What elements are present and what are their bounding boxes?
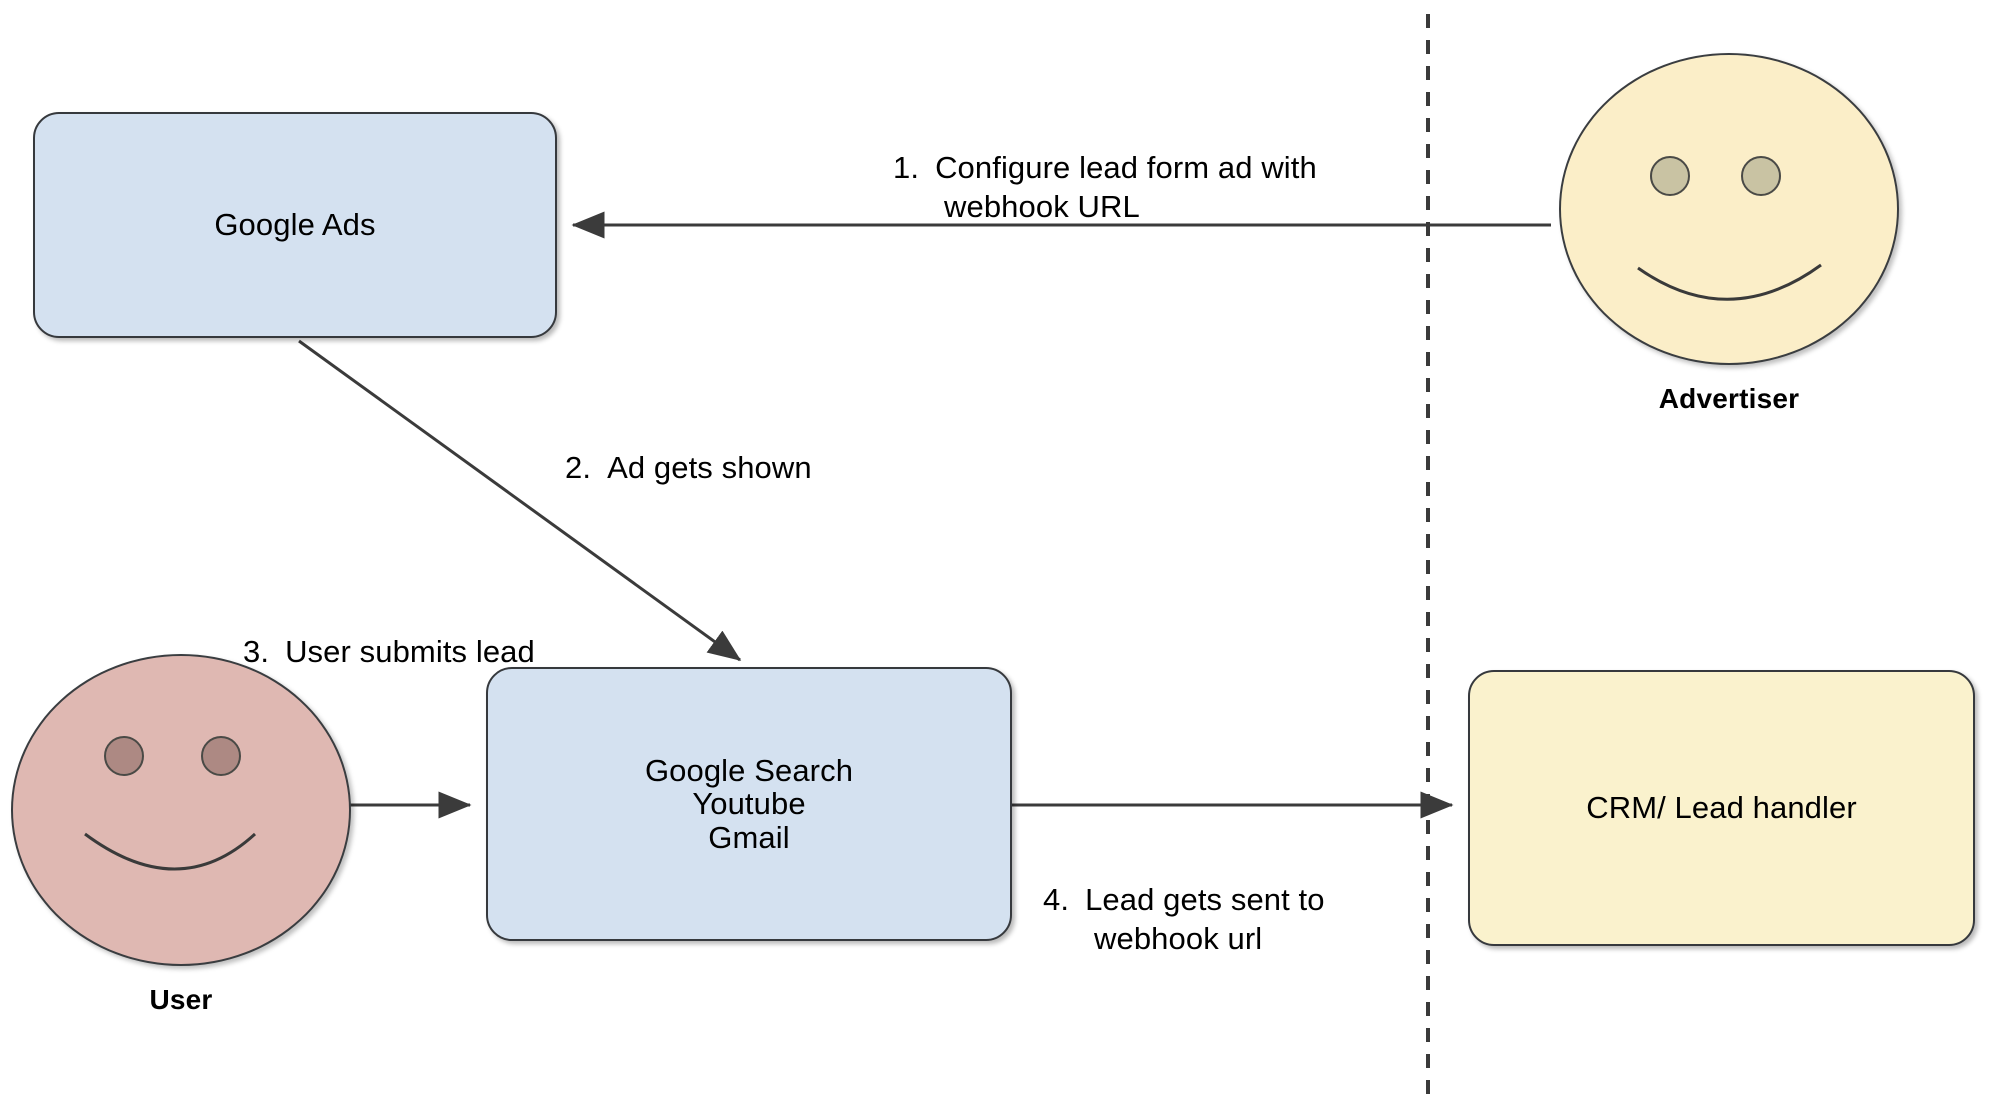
- edge-label-3-number: 3.: [243, 633, 270, 669]
- edge-label-3: 3. User submits lead: [243, 592, 535, 671]
- node-crm-label: CRM/ Lead handler: [1586, 790, 1857, 826]
- actor-user[interactable]: User: [11, 654, 351, 1054]
- user-caption: User: [149, 984, 213, 1015]
- node-google-surfaces-label: Google Search Youtube Gmail: [644, 752, 854, 855]
- node-google-ads-label: Google Ads: [214, 207, 376, 243]
- edge-label-1-number: 1.: [893, 149, 920, 185]
- advertiser-face: [1559, 53, 1899, 365]
- edge-label-2-number: 2.: [565, 449, 592, 485]
- user-face: [11, 654, 351, 966]
- node-crm[interactable]: CRM/ Lead handler: [1468, 670, 1975, 946]
- user-left-eye-icon: [104, 736, 144, 776]
- advertiser-smile-icon: [1637, 263, 1822, 301]
- user-right-eye-icon: [201, 736, 241, 776]
- user-smile-icon: [84, 832, 257, 871]
- edge-label-3-text: User submits lead: [285, 633, 535, 669]
- edge-label-4-number: 4.: [1043, 881, 1070, 917]
- edge-label-2: 2. Ad gets shown: [565, 408, 812, 487]
- node-google-ads[interactable]: Google Ads: [33, 112, 557, 338]
- edge-label-2-text: Ad gets shown: [607, 449, 812, 485]
- node-google-surfaces[interactable]: Google Search Youtube Gmail: [486, 667, 1012, 941]
- actor-advertiser[interactable]: Advertiser: [1559, 53, 1899, 453]
- advertiser-caption: Advertiser: [1658, 383, 1800, 414]
- advertiser-right-eye-icon: [1741, 156, 1781, 196]
- advertiser-left-eye-icon: [1650, 156, 1690, 196]
